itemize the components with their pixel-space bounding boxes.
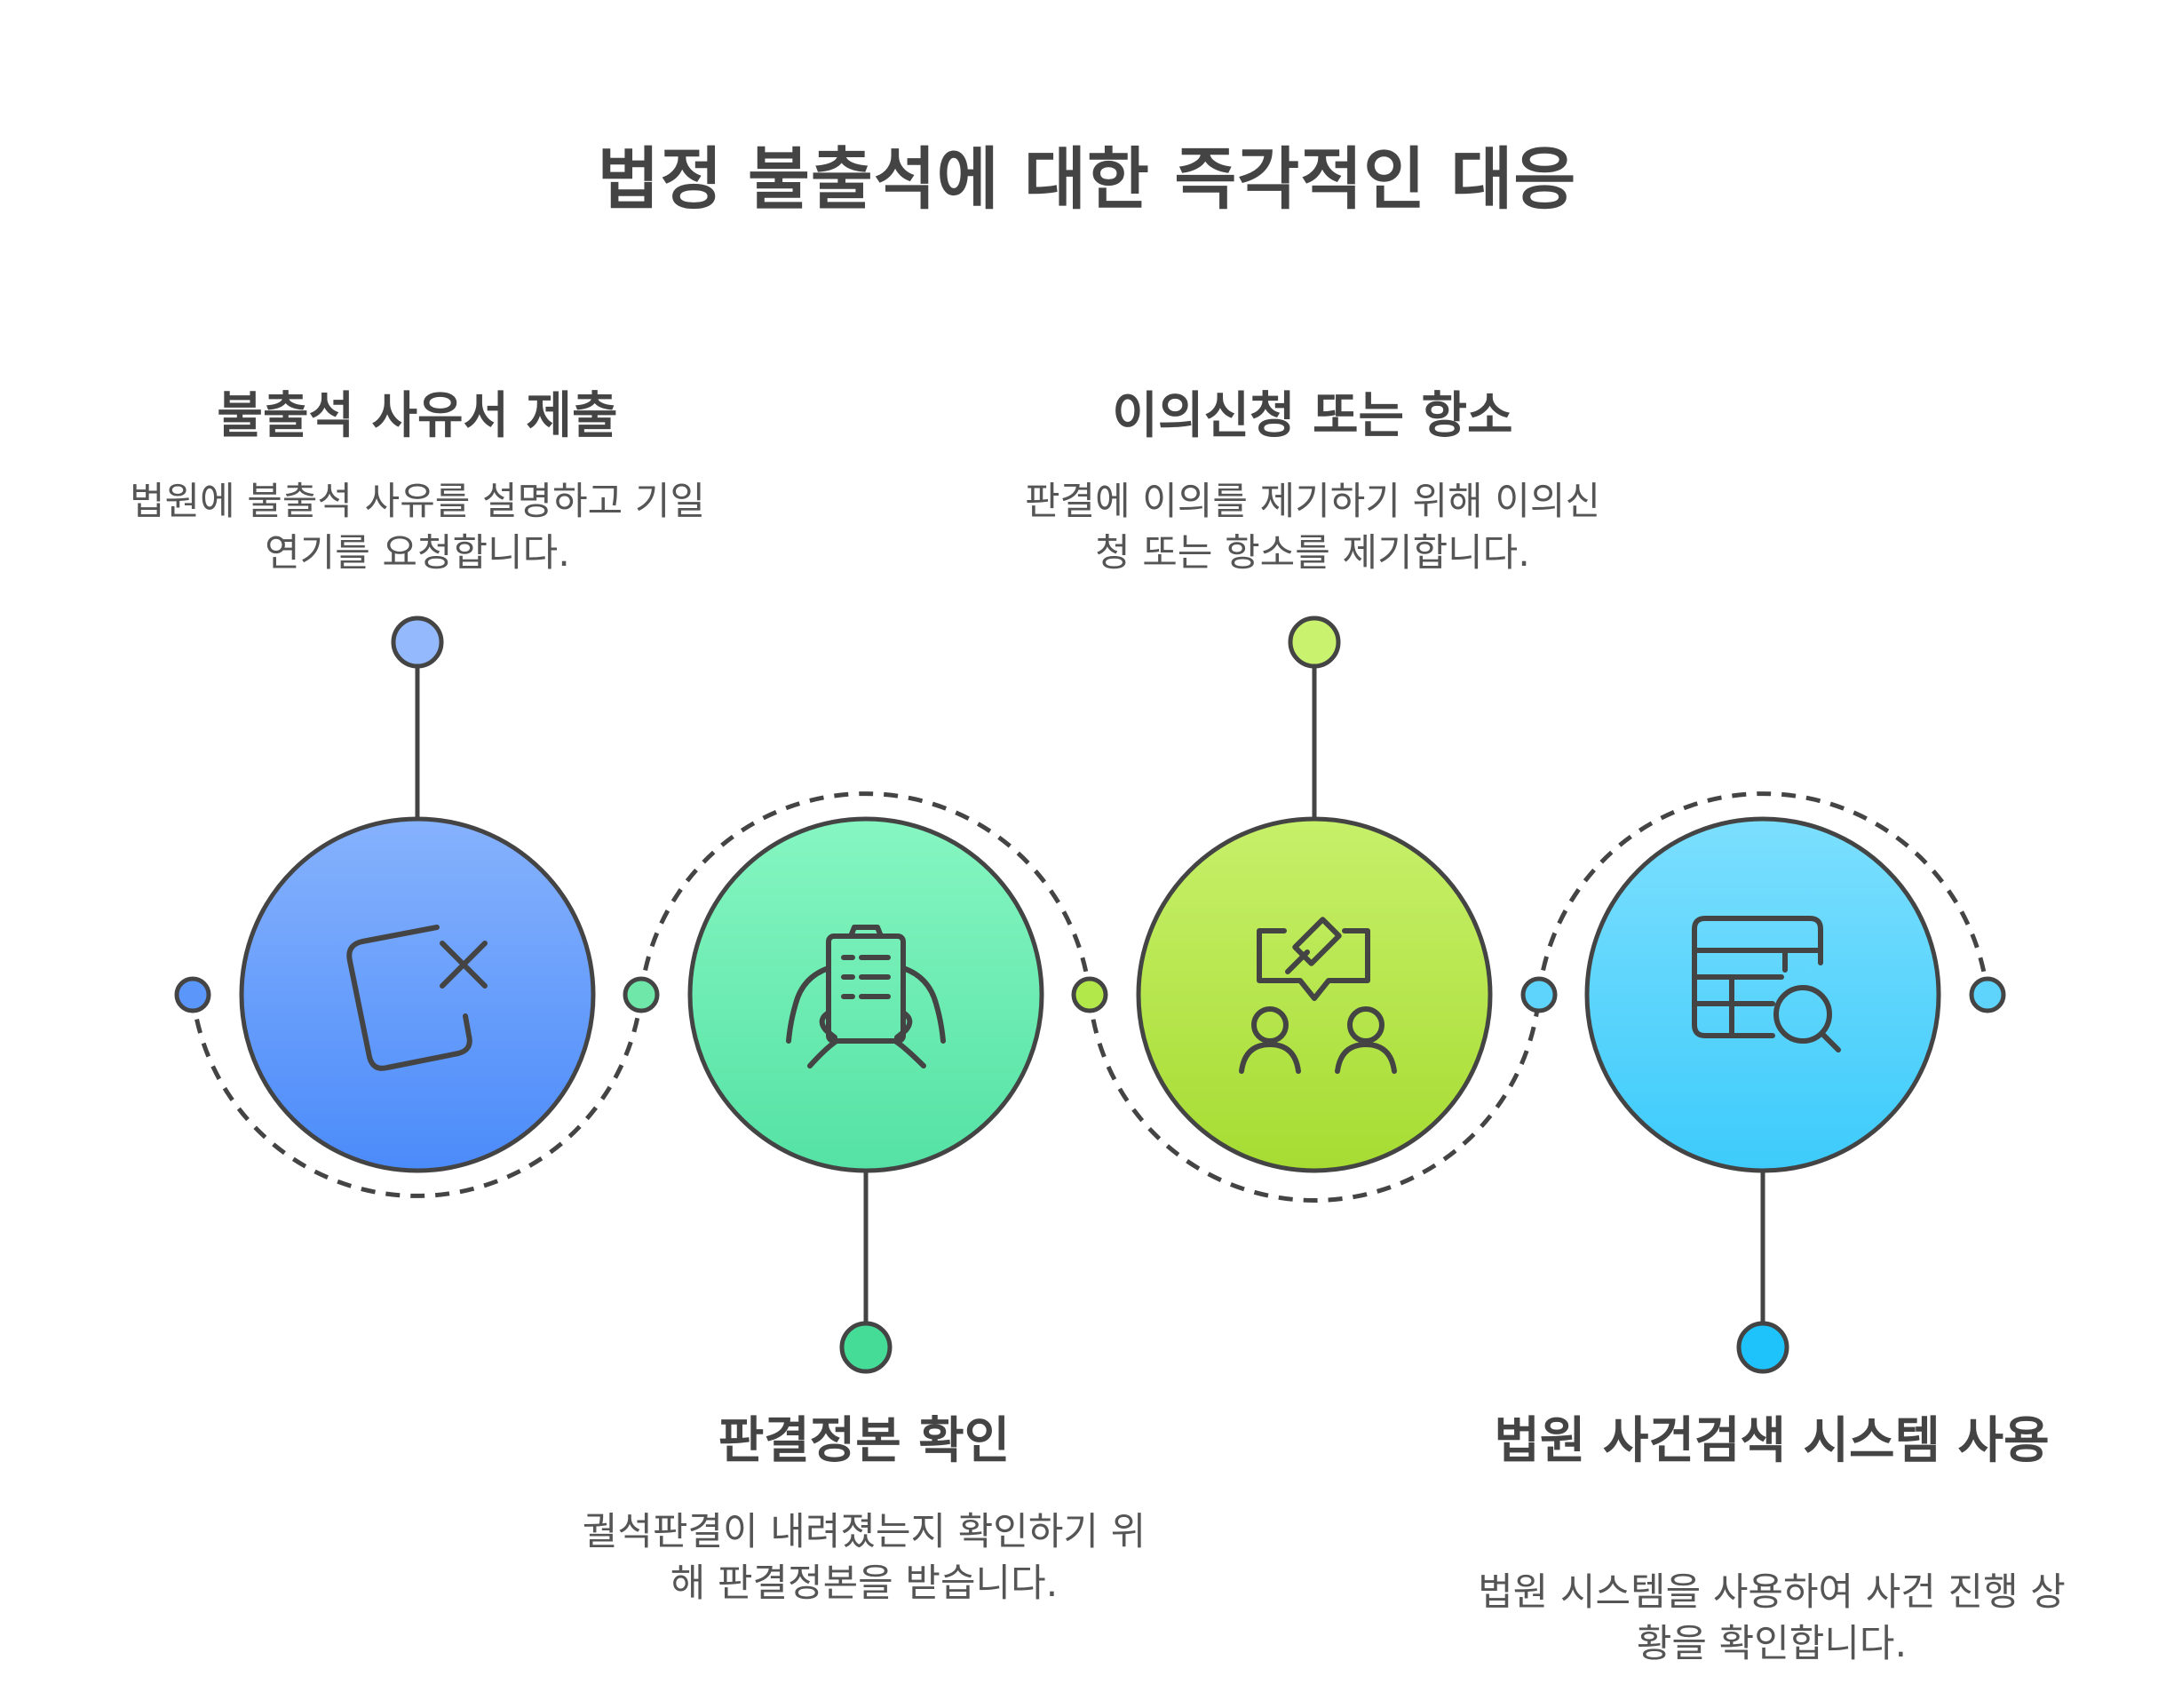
arc-dot-1	[174, 976, 211, 1013]
arc-dot-5	[1969, 976, 2006, 1013]
connector-lines	[415, 657, 1765, 1329]
dashed-connectors	[190, 791, 1990, 1203]
arc-bottom-3	[1087, 994, 1542, 1203]
end-dot-1	[391, 616, 444, 669]
clipboard-hands-icon	[786, 925, 946, 1068]
arc-dot-2	[623, 976, 660, 1013]
step-3-title: 이의신청 또는 항소	[1112, 387, 1513, 445]
step-4-description: 법원 시스템을 사용하여 사건 진행 상황을 확인합니다.	[1478, 1570, 2066, 1666]
step-3-description: 판결에 이의를 제기하기 위해 이의신청 또는 항소를 제기합니다.	[1024, 480, 1601, 576]
arc-dot-4	[1520, 976, 1558, 1013]
arc-top-2	[639, 791, 1092, 996]
end-dot-4	[1736, 1321, 1789, 1374]
step-1-description: 법원에 불출석 사유를 설명하고 기일 연기를 요청합니다.	[129, 480, 706, 576]
arc-dots	[174, 976, 2006, 1013]
step-4-title: 법원 사건검색 시스템 사용	[1494, 1412, 2050, 1470]
arc-bottom-1	[190, 994, 644, 1198]
step-1-circle	[239, 816, 596, 1173]
step-4-circle	[1584, 816, 1941, 1173]
arc-top-4	[1536, 791, 1990, 996]
gavel-people-icon	[1239, 917, 1397, 1074]
end-dot-2	[839, 1321, 893, 1374]
table-search-icon	[1692, 916, 1841, 1053]
end-dot-3	[1288, 616, 1341, 669]
step-1-title: 불출석 사유서 제출	[217, 387, 618, 445]
diagram-title: 법정 불출석에 대한 즉각적인 대응	[597, 139, 1577, 218]
document-x-icon	[346, 925, 488, 1071]
step-2-description: 궐석판결이 내려졌는지 확인하기 위해 판결정본을 받습니다.	[582, 1510, 1147, 1606]
end-dots	[391, 616, 1789, 1374]
step-2-title: 판결정본 확인	[718, 1412, 1011, 1470]
arc-dot-3	[1071, 976, 1108, 1013]
